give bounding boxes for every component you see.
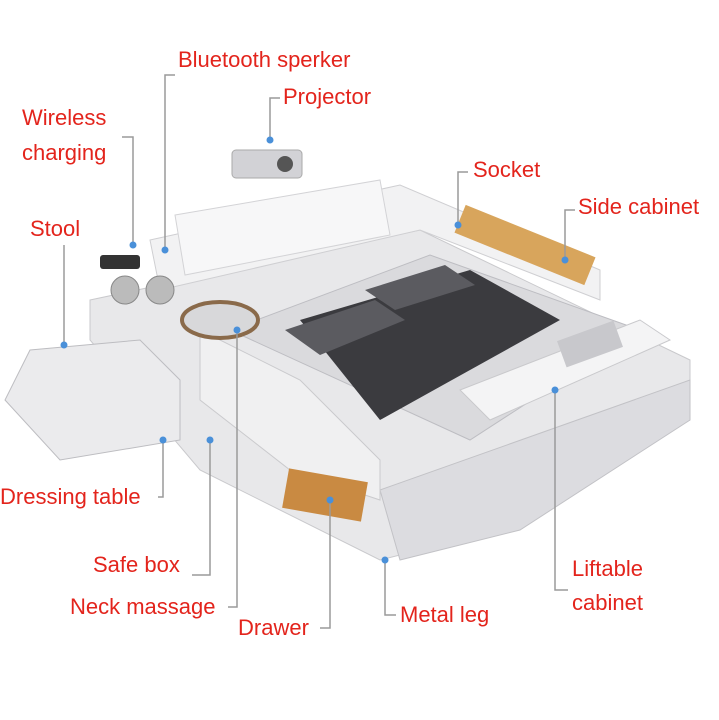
label-side-cabinet: Side cabinet — [578, 194, 700, 219]
label-safe-box: Safe box — [93, 552, 180, 577]
label-dressing-table: Dressing table — [0, 484, 141, 509]
side-cabinet — [454, 204, 596, 286]
bed-front-rim — [379, 379, 691, 561]
pillow-left — [285, 300, 405, 355]
leader-lines — [63, 74, 575, 629]
label-liftable-line1: Liftable — [572, 556, 643, 581]
label-wireless-line2: charging — [22, 140, 107, 165]
leader-dots — [60, 136, 569, 564]
wireless-charger — [100, 255, 140, 269]
label-drawer: Drawer — [238, 615, 309, 640]
speaker-right — [145, 275, 175, 305]
label-stool: Stool — [30, 216, 81, 241]
stool — [4, 339, 181, 461]
speaker-left — [110, 275, 140, 305]
label-liftable-line2: cabinet — [572, 590, 643, 615]
laptop — [557, 320, 623, 368]
label-metal-leg: Metal leg — [400, 602, 490, 627]
label-wireless-line1: Wireless — [22, 105, 107, 130]
neck-massager — [180, 300, 260, 340]
label-socket: Socket — [473, 157, 541, 182]
pillow-right — [365, 265, 475, 310]
drawer — [282, 468, 368, 522]
label-projector: Projector — [283, 84, 372, 109]
headboard-cushions — [174, 179, 391, 276]
label-neck-massage: Neck massage — [70, 594, 216, 619]
label-bluetooth-speaker: Bluetooth sperker — [178, 47, 351, 72]
left-rail — [199, 329, 381, 501]
